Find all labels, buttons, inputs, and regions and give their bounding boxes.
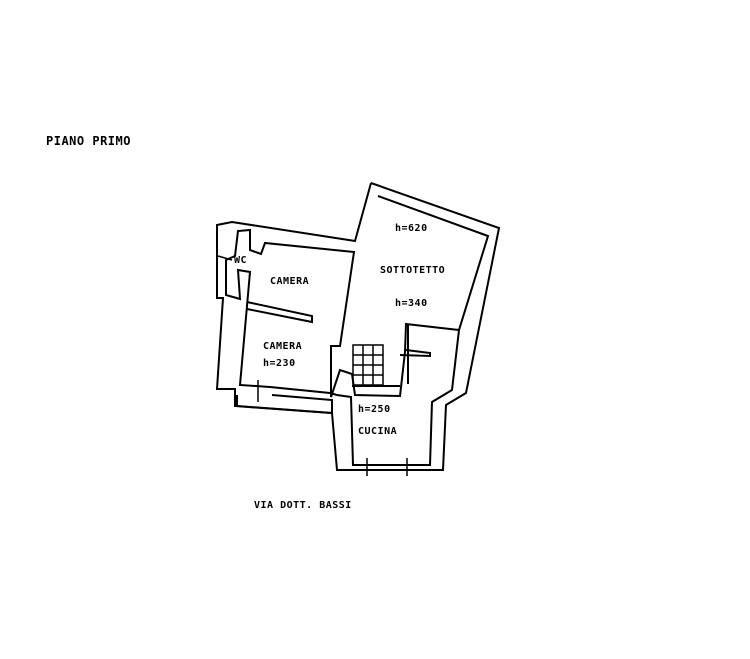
staircase-icon: [352, 344, 384, 386]
street-label: VIA DOTT. BASSI: [254, 500, 352, 511]
inner-wall-sottotetto: [225, 195, 490, 466]
page-title: PIANO PRIMO: [46, 134, 131, 148]
room-height-camera-2: h=230: [263, 358, 296, 369]
room-label-camera-2: CAMERA: [263, 341, 303, 352]
room-label-sottotetto: SOTTOTETTO: [380, 265, 446, 276]
partition-kitchen: [399, 349, 431, 358]
room-label-wc: WC: [234, 255, 248, 266]
lower-strip-wall: [236, 394, 333, 415]
room-label-cucina: CUCINA: [358, 426, 398, 437]
room-label-camera-1: CAMERA: [270, 276, 310, 287]
outer-wall: [215, 182, 501, 471]
room-height-sottotetto-max: h=620: [395, 223, 428, 234]
room-height-cucina: h=250: [358, 404, 391, 415]
window-marks: [217, 255, 408, 476]
room-height-sottotetto-min: h=340: [395, 298, 428, 309]
partition-camera: [246, 301, 313, 324]
